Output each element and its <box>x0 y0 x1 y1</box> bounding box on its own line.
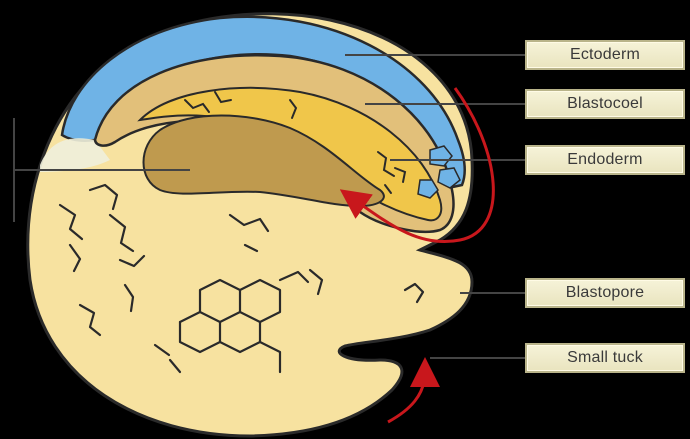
label-small-tuck: Small tuck <box>525 343 685 373</box>
label-blastocoel-text: Blastocoel <box>567 95 643 113</box>
label-ectoderm-text: Ectoderm <box>570 46 640 64</box>
label-blastopore: Blastopore <box>525 278 685 308</box>
label-blastopore-text: Blastopore <box>566 284 645 302</box>
label-endoderm-text: Endoderm <box>567 151 642 169</box>
label-blastocoel: Blastocoel <box>525 89 685 119</box>
label-endoderm: Endoderm <box>525 145 685 175</box>
label-small-tuck-text: Small tuck <box>567 349 643 367</box>
label-ectoderm: Ectoderm <box>525 40 685 70</box>
